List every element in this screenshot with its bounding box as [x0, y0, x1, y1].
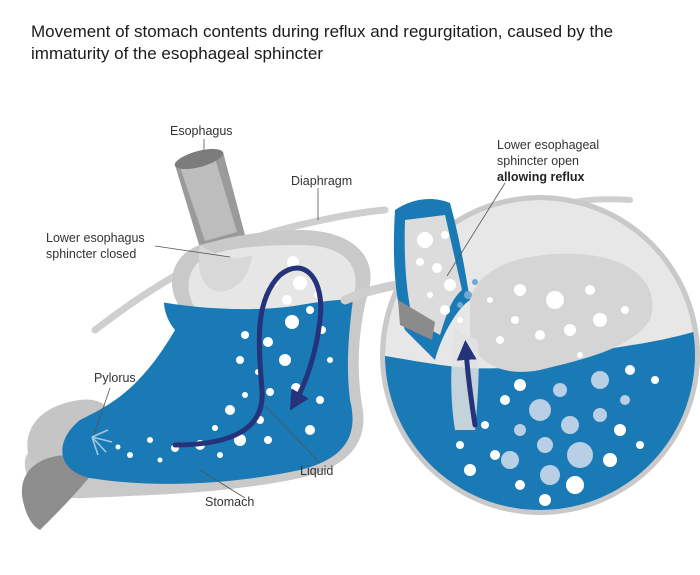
liquid-bubbles-left: [115, 326, 333, 463]
circulation-arrow: [172, 265, 324, 448]
label-lower-sphincter-open-3: allowing reflux: [497, 170, 585, 184]
leader-lines: [93, 139, 506, 499]
liquid-left: [62, 299, 355, 484]
left-stomach-illustration: [21, 148, 389, 530]
label-stomach: Stomach: [205, 495, 254, 509]
label-lower-sphincter-closed-2: sphincter closed: [46, 247, 136, 261]
sphincter-open: [457, 279, 478, 308]
labels: Esophagus Diaphragm Lower esophagus sphi…: [46, 124, 599, 509]
label-liquid: Liquid: [300, 464, 333, 478]
label-lower-sphincter-closed-1: Lower esophagus: [46, 231, 145, 245]
diagram-title: Movement of stomach contents during refl…: [31, 22, 614, 63]
gas-bubbles-right: [487, 284, 629, 358]
reflux-arrow: [456, 340, 478, 428]
esophagus-bubbles: [416, 231, 463, 323]
pylorus-rays: [91, 429, 113, 456]
label-esophagus: Esophagus: [170, 124, 233, 138]
label-lower-sphincter-open-1: Lower esophageal: [497, 138, 599, 152]
sphincter-closed: [198, 245, 252, 292]
label-pylorus: Pylorus: [94, 371, 136, 385]
label-diaphragm: Diaphragm: [291, 174, 352, 188]
label-lower-sphincter-open-2: sphincter open: [497, 154, 579, 168]
right-stomach-illustration: [340, 195, 700, 515]
